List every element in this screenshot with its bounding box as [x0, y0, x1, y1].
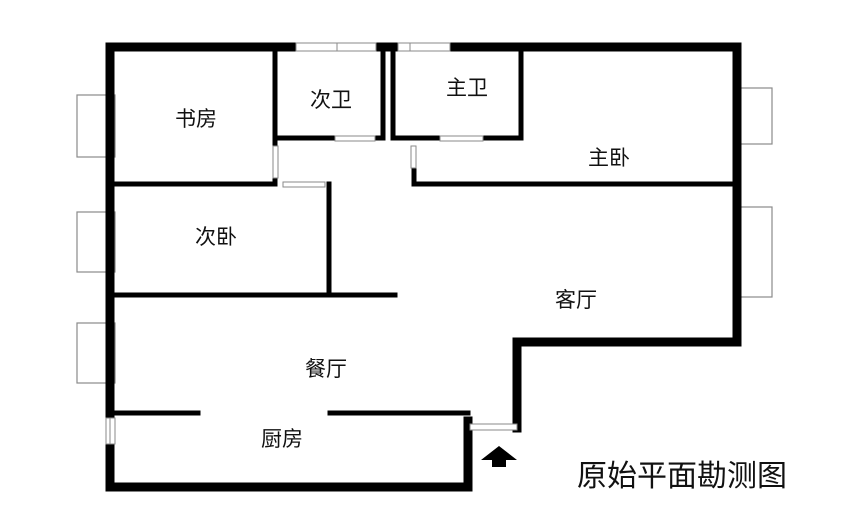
room-label-dining-room: 餐厅 — [305, 357, 347, 381]
door-second-bedroom — [282, 181, 326, 188]
outer-wall — [105, 42, 742, 492]
top-windows — [295, 42, 451, 52]
room-label-second-bathroom: 次卫 — [310, 88, 352, 112]
room-label-study: 书房 — [175, 107, 217, 131]
window-master-bath — [397, 42, 451, 52]
bay-window-living — [737, 206, 773, 298]
window-second-bath — [295, 42, 377, 52]
room-label-master-bedroom: 主卧 — [588, 146, 630, 170]
door-second-bath — [334, 135, 376, 142]
door-entrance — [469, 423, 518, 431]
room-label-living-room: 客厅 — [555, 288, 597, 312]
door-master-bath — [439, 135, 484, 142]
bay-window-master-bedroom — [737, 87, 773, 145]
door-master-bedroom — [410, 145, 417, 169]
doors — [105, 135, 518, 445]
walls — [105, 42, 742, 492]
drawing-title: 原始平面勘测图 — [577, 459, 787, 494]
room-label-master-bathroom: 主卫 — [446, 76, 488, 100]
door-study — [272, 145, 279, 179]
room-label-second-bedroom: 次卧 — [195, 225, 237, 249]
room-label-kitchen: 厨房 — [261, 427, 303, 451]
up-arrow-icon — [481, 446, 517, 467]
